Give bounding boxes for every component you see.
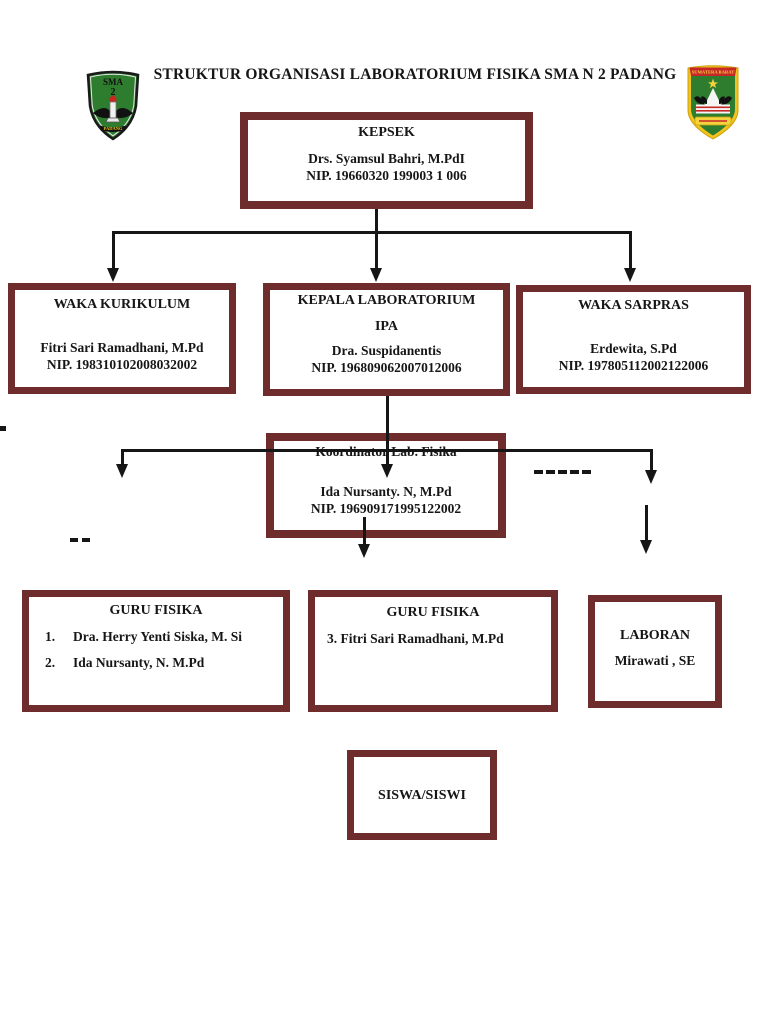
person-name: Erdewita, S.Pd [590,341,677,356]
org-box-waka-kurikulum: WAKA KURIKULUM Fitri Sari Ramadhani, M.P… [8,283,236,394]
org-box-waka-sarpras: WAKA SARPRAS Erdewita, S.Pd NIP. 1978051… [516,285,751,394]
connector-to-laboran [645,505,648,541]
connector-row2-left-down [121,449,124,465]
dashed-line-segment [70,538,78,542]
role-label: LABORAN [619,628,690,643]
stray-mark [0,426,6,431]
arrowhead-row2-right [645,470,657,484]
page-title: STRUKTUR ORGANISASI LABORATORIUM FISIKA … [153,66,677,83]
list-item-text: Ida Nursanty, N. M.Pd [73,655,205,670]
roof-icon [705,88,721,105]
list-item-number: 2. [45,655,56,670]
wing-right-icon [116,107,133,119]
org-box-kepala-laboratorium-ipa: KEPALA LABORATORIUM IPA Dra. Suspidanent… [263,283,510,396]
list-item: 2. Ida Nursanty, N. M.Pd [29,655,283,671]
role-label: SISWA/SISWI [378,788,466,803]
dashed-line-segment [546,470,555,474]
star-icon [708,78,718,88]
role-label: KEPSEK [358,125,415,140]
arrowhead-to-guru-fisika [358,544,370,558]
person-name: Mirawati , SE [614,653,696,668]
role-label: WAKA SARPRAS [578,298,689,313]
school-logo-number: 2 [111,87,116,98]
person-nip: NIP. 197805112002122006 [558,358,709,373]
role-label: KEPALA LABORATORIUM [297,293,476,308]
person-name: Ida Nursanty. N, M.Pd [320,484,452,499]
dashed-line-segment [582,470,591,474]
school-logo-city-text: PADANG [104,126,123,131]
school-crest-icon: SMA 2 PADANG [86,70,140,141]
dashed-line-segment [82,538,90,542]
person-nip: NIP. 196809062007012006 [311,360,462,375]
connector-to-waka-kurikulum [112,231,115,269]
arrowhead-to-kepala-lab [370,268,382,282]
role-label: WAKA KURIKULUM [53,297,191,312]
list-item-text: Dra. Herry Yenti Siska, M. Si [73,629,242,644]
list-item: 1. Dra. Herry Yenti Siska, M. Si [29,629,283,645]
banner-shape [689,67,737,76]
connector-to-waka-sarpras [629,231,632,269]
arrowhead-to-waka-sarpras [624,268,636,282]
org-box-guru-fisika-1: GURU FISIKA 1. Dra. Herry Yenti Siska, M… [22,590,290,712]
role-label: GURU FISIKA [386,605,480,620]
arrowhead-to-waka-kurikulum [107,268,119,282]
arrowhead-row2-left [116,464,128,478]
person-nip: NIP. 19660320 199003 1 006 [306,168,467,183]
org-box-guru-fisika-2: GURU FISIKA 3. Fitri Sari Ramadhani, M.P… [308,590,558,712]
wing-left-icon [93,107,110,119]
role-label-line2: IPA [374,319,399,334]
org-box-kepsek: KEPSEK Drs. Syamsul Bahri, M.PdI NIP. 19… [240,112,533,209]
person-name: Drs. Syamsul Bahri, M.PdI [308,151,465,166]
person-name: Fitri Sari Ramadhani, M.Pd [40,340,204,355]
list-item-number: 1. [45,629,56,644]
list-item: 3. Fitri Sari Ramadhani, M.Pd [327,631,504,646]
sumatera-barat-logo-icon: SUMATERA BARAT [685,62,741,147]
person-name: Dra. Suspidanentis [331,343,442,358]
school-logo-sma-text: SMA [103,77,124,87]
dashed-line-segment [534,470,543,474]
role-label: GURU FISIKA [109,603,203,618]
arrowhead-to-koordinator [381,464,393,478]
province-banner-text: SUMATERA BARAT [692,70,735,75]
person-nip: NIP. 198310102008032002 [46,357,198,372]
person-nip: NIP. 196909171995122002 [310,501,462,516]
connector-ipa-to-koordinator [386,396,389,466]
connector-row2-right-down [650,449,653,471]
dashed-line-segment [570,470,579,474]
monument-icon [109,101,117,119]
province-crest-icon: SUMATERA BARAT [687,65,739,140]
sma-2-padang-logo-icon: SMA 2 PADANG [84,66,142,147]
org-box-laboran: LABORAN Mirawati , SE [588,595,722,708]
connector-kepsek-down [375,209,378,269]
connector-row1-horizontal [112,231,632,234]
dashed-line-segment [558,470,567,474]
org-box-siswa-siswi: SISWA/SISWI [347,750,497,840]
arrowhead-to-laboran [640,540,652,554]
connector-koordinator-to-guru [363,517,366,545]
